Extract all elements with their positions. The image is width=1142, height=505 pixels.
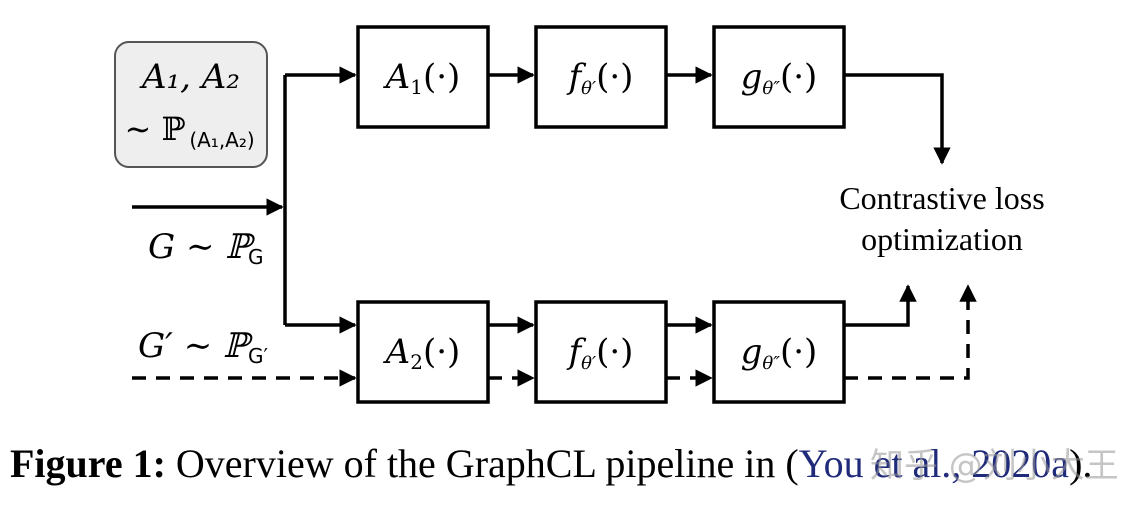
- input-graph-dashed: G′ ∼ ℙ G′: [132, 326, 357, 387]
- caption-text: Overview of the GraphCL pipeline in (: [165, 441, 799, 486]
- input-graph-prime-sub: G′: [248, 344, 268, 368]
- svg-text:fθ′(·): fθ′(·): [566, 332, 634, 374]
- augmentation-sampler-box: A₁, A₂ ∼ ℙ (A₁,A₂): [114, 41, 268, 168]
- bottom-augment-main: A: [383, 332, 411, 372]
- figure-caption: Figure 1: Overview of the GraphCL pipeli…: [10, 440, 1092, 487]
- figure-label: Figure 1:: [10, 441, 166, 486]
- bottom-encoder-arg: (·): [596, 332, 633, 372]
- svg-text:A1(·): A1(·): [383, 57, 461, 99]
- loss-line2: optimization: [861, 221, 1023, 257]
- bottom-augment-sub: 2: [410, 350, 423, 374]
- bottom-projector-arg: (·): [780, 332, 817, 372]
- svg-text:gθ″(·): gθ″(·): [741, 332, 818, 374]
- caption-end: ).: [1069, 441, 1093, 486]
- bottom-output-arrow-solid: [844, 284, 917, 327]
- top-encoder-sub: θ′: [581, 78, 596, 99]
- top-augment-box: A1(·): [356, 25, 490, 129]
- split-connector: [283, 66, 357, 334]
- top-projector-sub: θ″: [762, 78, 780, 99]
- bottom-encoder-box: fθ′(·): [534, 300, 668, 404]
- graphcl-pipeline-diagram: A₁, A₂ ∼ ℙ (A₁,A₂) G ∼ ℙ G G′ ∼ ℙ G′ A1(…: [114, 25, 1045, 404]
- input-graph-solid: G ∼ ℙ G: [132, 198, 284, 269]
- top-augment-main: A: [383, 57, 411, 97]
- top-augment-arg: (·): [423, 57, 460, 97]
- top-augment-sub: 1: [410, 75, 423, 99]
- bottom-projector-box: gθ″(·): [712, 300, 846, 404]
- sampler-line1: A₁, A₂: [139, 57, 240, 97]
- loss-line1: Contrastive loss: [839, 180, 1044, 216]
- zhihu-watermark: 知乎 @刘小大王: [870, 446, 1119, 486]
- bottom-output-arrow-dashed: [844, 284, 977, 380]
- svg-text:A2(·): A2(·): [383, 332, 461, 374]
- bottom-encoder-sub: θ′: [581, 353, 596, 374]
- bottom-projector-sub: θ″: [762, 353, 780, 374]
- svg-text:gθ″(·): gθ″(·): [741, 57, 818, 99]
- top-projector-arg: (·): [780, 57, 817, 97]
- top-projector-main: g: [741, 57, 763, 97]
- bottom-projector-main: g: [741, 332, 763, 372]
- bottom-augment-arg: (·): [423, 332, 460, 372]
- sampler-line2-sub: (A₁,A₂): [189, 128, 254, 152]
- top-output-arrow: [844, 73, 951, 165]
- contrastive-loss-label: Contrastive loss optimization: [839, 180, 1044, 257]
- top-encoder-arg: (·): [596, 57, 633, 97]
- bottom-augment-box: A2(·): [356, 300, 490, 404]
- sampler-line2: ∼ ℙ: [124, 110, 185, 148]
- input-graph-sub: G: [248, 245, 264, 269]
- citation-link[interactable]: You et al., 2020a: [798, 441, 1070, 486]
- input-graph-prime-label: G′ ∼ ℙ: [138, 326, 253, 366]
- top-projector-box: gθ″(·): [712, 25, 846, 129]
- top-encoder-box: fθ′(·): [534, 25, 668, 129]
- input-graph-label: G ∼ ℙ: [148, 227, 255, 267]
- svg-text:fθ′(·): fθ′(·): [566, 57, 634, 99]
